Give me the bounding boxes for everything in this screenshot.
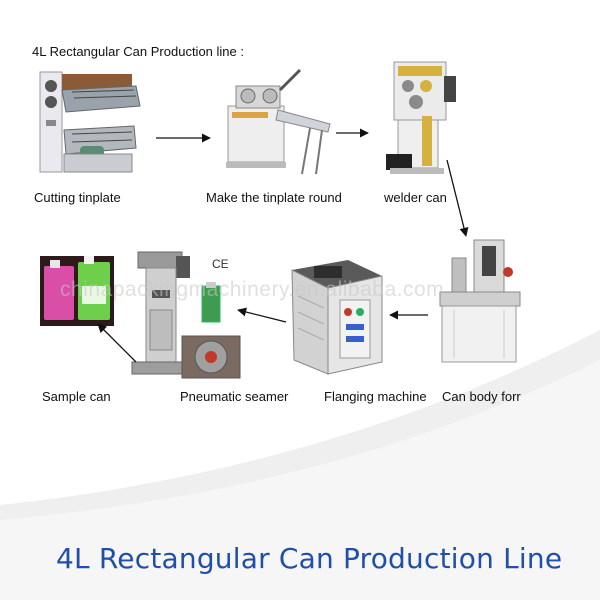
flanging-machine-icon — [291, 260, 383, 375]
welder-machine-icon — [386, 61, 456, 174]
diagram-heading: 4L Rectangular Can Production line : — [32, 44, 244, 59]
ce-mark: CE — [212, 257, 229, 271]
step-label-can-body-forming: Can body forr — [442, 389, 521, 404]
rounding-machine-icon — [226, 68, 331, 175]
step-label-pneumatic-seamer: Pneumatic seamer — [180, 389, 289, 404]
step-label-cutting-tinplate: Cutting tinplate — [34, 190, 121, 205]
can-body-forming-machine-icon — [439, 239, 521, 363]
watermark: chinapackingmachinery.en.alibaba.com — [60, 278, 445, 301]
step-label-make-round: Make the tinplate round — [206, 190, 342, 205]
sample-cans-icon — [40, 256, 114, 326]
footer-title: 4L Rectangular Can Production Line — [56, 542, 563, 575]
step-label-flanging-machine: Flanging machine — [324, 389, 427, 404]
step-label-welder-can: welder can — [384, 190, 447, 205]
cutting-machine-icon — [39, 71, 141, 173]
pneumatic-seamer-icon: CE — [131, 251, 241, 379]
step-label-sample-can: Sample can — [42, 389, 111, 404]
